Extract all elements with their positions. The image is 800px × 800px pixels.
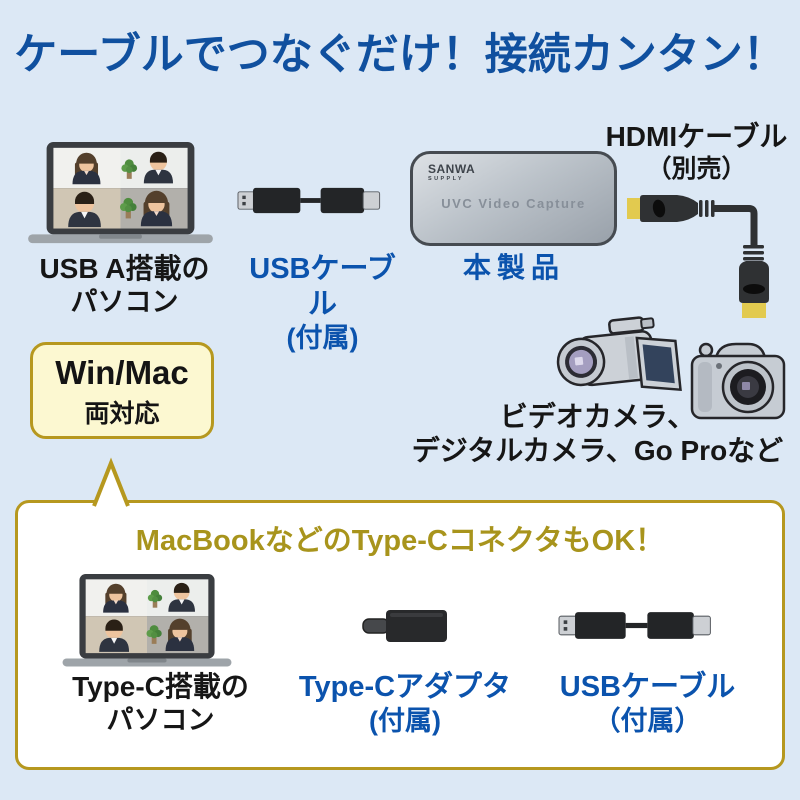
page-title: ケーブルでつなぐだけ！接続カンタン！ xyxy=(14,31,786,79)
speech-bubble-pointer xyxy=(92,457,130,507)
device-brand-logo: SANWA SUPPLY xyxy=(428,163,475,183)
capture-device-illustration: SANWA SUPPLY UVC Video Capture xyxy=(410,151,617,246)
camcorder-icon xyxy=(556,316,682,392)
pc-a-label-line2: パソコン xyxy=(70,286,179,317)
hdmi-label-line2: （別売） xyxy=(646,154,747,183)
cameras-label-line2: デジタルカメラ、Go Proなど xyxy=(411,434,784,466)
win-mac-badge-line2: 両対応 xyxy=(84,400,160,429)
pc-c-label-line2: パソコン xyxy=(106,704,215,735)
usb-cable-a-label: USBケーブル (付属) xyxy=(235,252,410,354)
usb-cable-a-label-line2: (付属) xyxy=(286,322,359,353)
usb-cable-icon xyxy=(237,187,381,214)
pc-c-label: Type-C搭載の パソコン xyxy=(58,670,263,736)
digital-camera-icon xyxy=(690,342,786,420)
pc-c-label-line1: Type-C搭載の xyxy=(72,671,249,702)
hdmi-cable-icon xyxy=(627,195,769,318)
device-brand-line1: SANWA xyxy=(428,162,476,176)
typec-panel-heading: MacBookなどのType-CコネクタもOK！ xyxy=(135,525,665,557)
typec-adapter-icon xyxy=(362,610,447,642)
usb-cable-b-label-line2: （付属） xyxy=(593,705,702,736)
laptop-video-call-icon xyxy=(28,142,213,247)
typec-adapter-label: Type-Cアダプタ (付属) xyxy=(290,670,520,737)
usb-cable-b-icon xyxy=(558,611,711,640)
laptop-typec-video-call-icon xyxy=(62,574,232,670)
typec-adapter-label-line1: Type-Cアダプタ xyxy=(298,671,512,703)
device-print-text: UVC Video Capture xyxy=(441,196,586,211)
usb-cable-a-label-line1: USBケーブル xyxy=(249,253,396,320)
device-brand-line2: SUPPLY xyxy=(428,176,464,182)
typec-adapter-label-line2: (付属) xyxy=(369,705,441,736)
win-mac-badge-line1: Win/Mac xyxy=(55,354,189,391)
cameras-label: ビデオカメラ、 デジタルカメラ、Go Proなど xyxy=(400,400,795,467)
hdmi-label: HDMIケーブル （別売） xyxy=(598,120,795,184)
usb-cable-b-label-line1: USBケーブル xyxy=(559,671,736,703)
cameras-label-line1: ビデオカメラ、 xyxy=(499,401,696,432)
win-mac-badge: Win/Mac 両対応 xyxy=(30,342,214,439)
pc-a-label: USB A搭載の パソコン xyxy=(22,252,227,318)
usb-cable-b-label: USBケーブル （付属） xyxy=(540,670,755,737)
pc-a-label-line1: USB A搭載の xyxy=(39,253,210,284)
hdmi-label-line1: HDMIケーブル xyxy=(605,121,788,152)
device-label: 本製品 xyxy=(462,252,565,283)
